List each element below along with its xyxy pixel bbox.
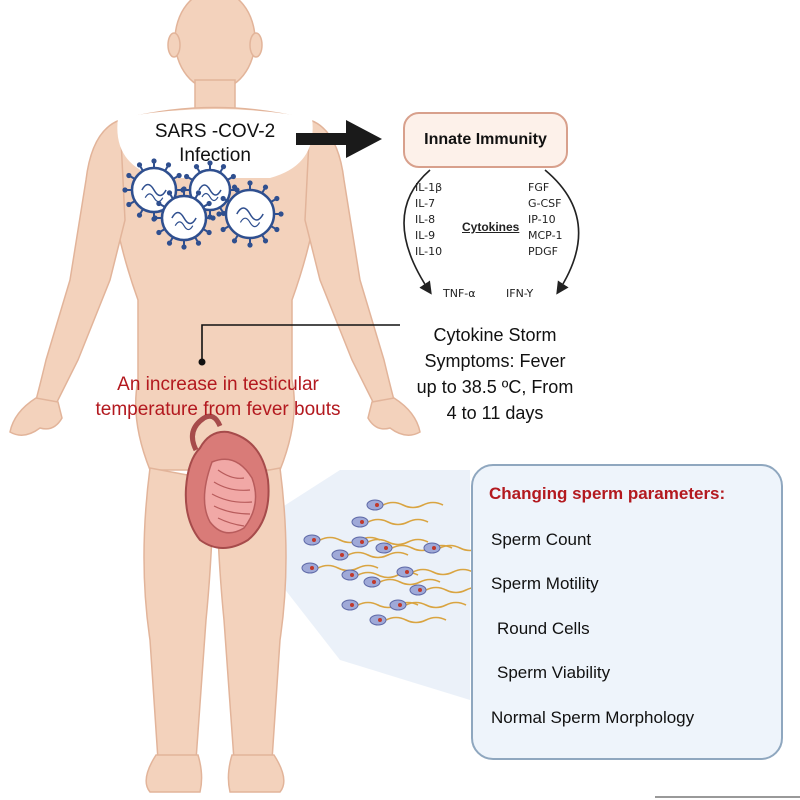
cytokine-right-4: MCP-1 bbox=[528, 229, 563, 242]
virus-particle bbox=[152, 186, 216, 250]
infection-line-1: SARS -COV-2 bbox=[154, 121, 276, 142]
connector-dot bbox=[198, 358, 206, 366]
sperm-cell bbox=[396, 566, 474, 578]
cytokine-left-1: IL-1β bbox=[415, 181, 443, 194]
sperm-cell bbox=[375, 542, 453, 554]
sperm-cell bbox=[331, 549, 409, 561]
param-sperm-motility: Sperm Motility bbox=[491, 574, 599, 593]
testicular-temperature-text: An increase in testicular temperature fr… bbox=[58, 372, 378, 422]
cytokines-label: Cytokines bbox=[462, 220, 520, 234]
cytokine-right-3: IP-10 bbox=[528, 213, 556, 226]
sperm-cell bbox=[341, 599, 419, 611]
sperm-cell bbox=[389, 599, 467, 611]
infection-line-2: Infection bbox=[179, 145, 251, 166]
cytokine-arrow-right bbox=[544, 169, 580, 295]
param-sperm-viability: Sperm Viability bbox=[497, 663, 611, 682]
infection-label: SARS -COV-2 Infection bbox=[120, 120, 310, 168]
storm-connector-line bbox=[201, 324, 400, 360]
testicular-line-1: An increase in testicular bbox=[117, 374, 319, 395]
testis-illustration bbox=[184, 413, 270, 549]
cytokine-arrow-left bbox=[403, 169, 432, 295]
infection-arrow bbox=[296, 120, 382, 158]
innate-immunity-label: Innate Immunity bbox=[424, 131, 547, 148]
cytokine-right-2: G-CSF bbox=[528, 197, 562, 210]
cytokine-right-1: FGF bbox=[528, 181, 550, 194]
sperm-cell bbox=[369, 614, 447, 626]
sperm-parameters-title: Changing sperm parameters: bbox=[489, 484, 726, 503]
storm-line-3: up to 38.5 ºC, From bbox=[416, 377, 574, 397]
cytokine-left-3: IL-8 bbox=[415, 213, 436, 226]
virus-particle bbox=[180, 160, 240, 220]
storm-line-4: 4 to 11 days bbox=[446, 403, 544, 423]
cytokine-left-4: IL-9 bbox=[415, 229, 436, 242]
innate-immunity-box: Innate Immunity bbox=[403, 112, 568, 168]
storm-line-2: Symptoms: Fever bbox=[424, 351, 566, 371]
cytokine-left-5: IL-10 bbox=[415, 245, 443, 258]
cytokine-right-5: PDGF bbox=[528, 245, 558, 258]
cytokine-storm-text: Cytokine Storm Symptoms: Fever up to 38.… bbox=[395, 322, 595, 426]
infection-label-background bbox=[117, 109, 313, 178]
cytokine-tnf: TNF-α bbox=[443, 287, 476, 300]
sperm-cell bbox=[351, 536, 429, 548]
param-normal-morphology: Normal Sperm Morphology bbox=[491, 708, 695, 727]
cytokine-ifn: IFN-Y bbox=[506, 287, 534, 300]
sperm-cell bbox=[303, 534, 381, 546]
cytokine-left-2: IL-7 bbox=[415, 197, 436, 210]
testicular-line-2: temperature from fever bouts bbox=[95, 399, 341, 420]
sperm-cells bbox=[301, 499, 501, 626]
param-sperm-count: Sperm Count bbox=[491, 530, 592, 549]
storm-line-1: Cytokine Storm bbox=[433, 325, 557, 345]
virus-particle bbox=[216, 180, 284, 248]
cytokine-list-right: FGF G-CSF IP-10 MCP-1 PDGF bbox=[528, 180, 563, 260]
sperm-cell bbox=[351, 516, 429, 528]
sperm-cell bbox=[366, 499, 444, 511]
virus-particles bbox=[122, 158, 284, 250]
param-round-cells: Round Cells bbox=[497, 619, 590, 638]
sperm-cell bbox=[363, 576, 441, 588]
cytokine-list-left: IL-1β IL-7 IL-8 IL-9 IL-10 bbox=[415, 180, 442, 260]
sperm-parameters-panel bbox=[471, 464, 783, 760]
